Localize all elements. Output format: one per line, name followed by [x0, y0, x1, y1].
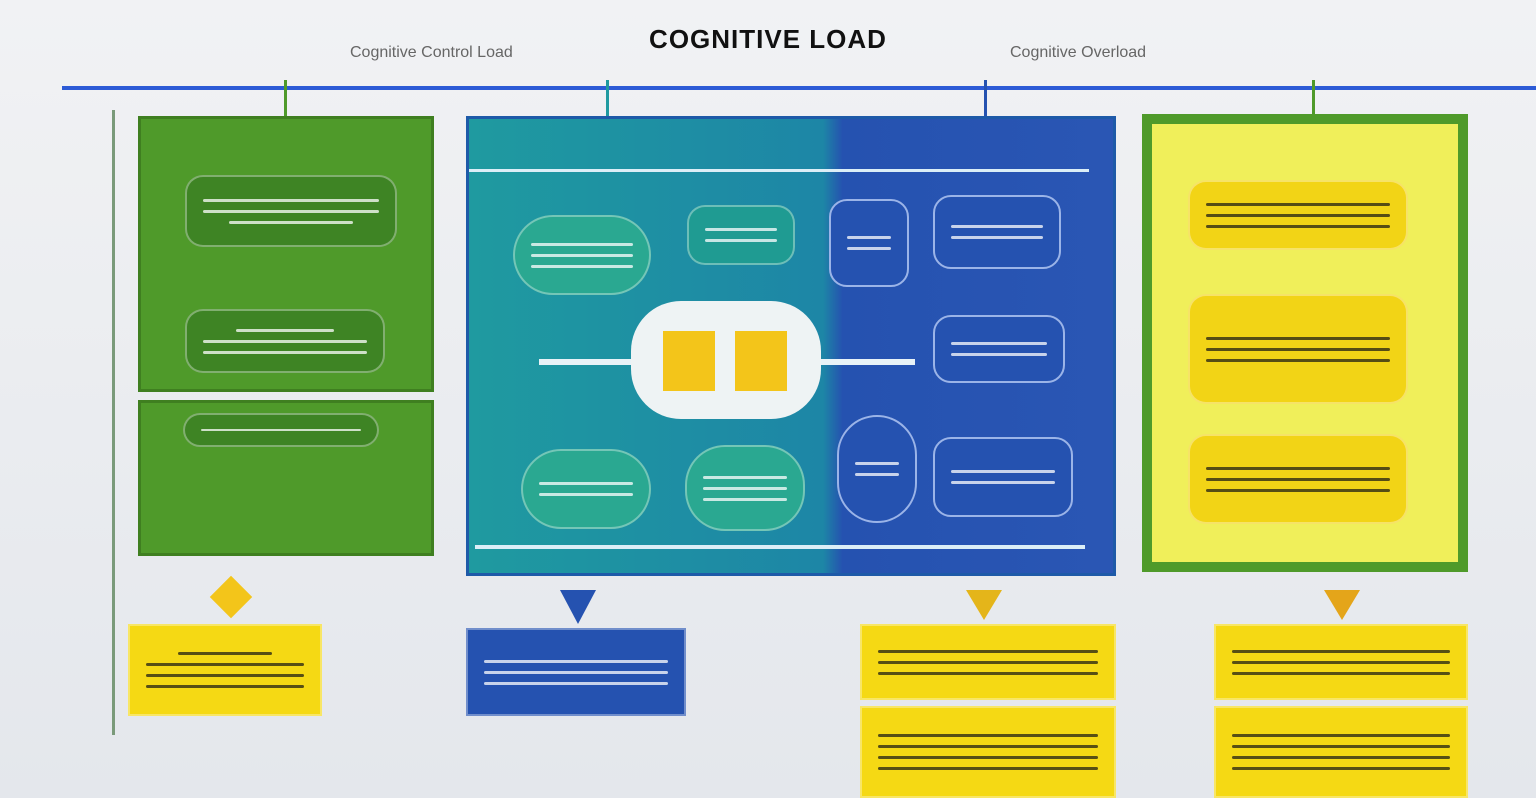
- blue-node: [837, 415, 917, 523]
- blue-node: [829, 199, 909, 287]
- connector: [284, 80, 287, 120]
- blue-box[interactable]: [466, 628, 686, 716]
- yellow-box[interactable]: [860, 706, 1116, 798]
- yellow-node: [1188, 180, 1408, 250]
- teal-node: [685, 445, 805, 531]
- left-subtitle: Cognitive Control Load: [350, 44, 513, 61]
- green-node: [185, 309, 385, 373]
- yellow-box[interactable]: [1214, 624, 1468, 700]
- right-subtitle: Cognitive Overload: [1010, 44, 1147, 61]
- blue-node: [933, 437, 1073, 517]
- green-node: [183, 413, 379, 447]
- connector: [1312, 80, 1315, 120]
- connector: [606, 80, 609, 120]
- teal-node: [687, 205, 795, 265]
- diamond-icon: [209, 575, 253, 619]
- yellow-box[interactable]: [128, 624, 322, 716]
- blue-node: [933, 195, 1061, 269]
- arrow-down-icon: [1324, 590, 1360, 620]
- yellow-node: [1188, 434, 1408, 524]
- central-panel: [466, 116, 1116, 576]
- yellow-block: [663, 331, 715, 391]
- yellow-node: [1188, 294, 1408, 404]
- yellow-block: [735, 331, 787, 391]
- blue-node: [933, 315, 1065, 383]
- teal-node: [521, 449, 651, 529]
- divider: [475, 545, 1085, 549]
- connector: [984, 80, 987, 120]
- green-panel-bottom: [138, 400, 434, 556]
- arrow-down-icon: [560, 590, 596, 624]
- divider: [469, 169, 1089, 172]
- central-hub: [631, 301, 821, 419]
- arrow-down-icon: [966, 590, 1002, 620]
- green-node: [185, 175, 397, 247]
- timeline-line: [62, 86, 1536, 90]
- green-panel-top: [138, 116, 434, 392]
- left-axis-line: [112, 110, 115, 735]
- right-panel: [1142, 114, 1468, 572]
- yellow-box[interactable]: [860, 624, 1116, 700]
- yellow-box[interactable]: [1214, 706, 1468, 798]
- diagram-title: COGNITIVE LOAD: [649, 24, 887, 54]
- teal-node: [513, 215, 651, 295]
